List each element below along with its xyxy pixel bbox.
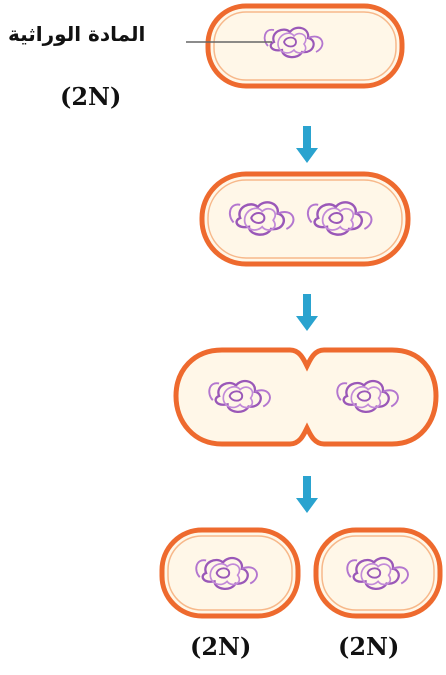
cell-wall bbox=[202, 174, 408, 264]
stage-single-cell bbox=[208, 6, 402, 86]
genetic-material-label: المادة الوراثية bbox=[8, 22, 145, 46]
cell-wall bbox=[176, 350, 436, 444]
stage-dividing-cell bbox=[176, 350, 436, 444]
down-arrow-icon bbox=[296, 294, 318, 331]
down-arrow-icon bbox=[296, 126, 318, 163]
left-daughter-ploidy-label: (2N) bbox=[190, 632, 251, 661]
parent-ploidy-label: (2N) bbox=[60, 82, 121, 111]
down-arrow-icon bbox=[296, 476, 318, 513]
stage-replicated-dna bbox=[202, 174, 408, 264]
right-daughter-ploidy-label: (2N) bbox=[338, 632, 399, 661]
stage-two-daughter-cells bbox=[162, 530, 440, 616]
